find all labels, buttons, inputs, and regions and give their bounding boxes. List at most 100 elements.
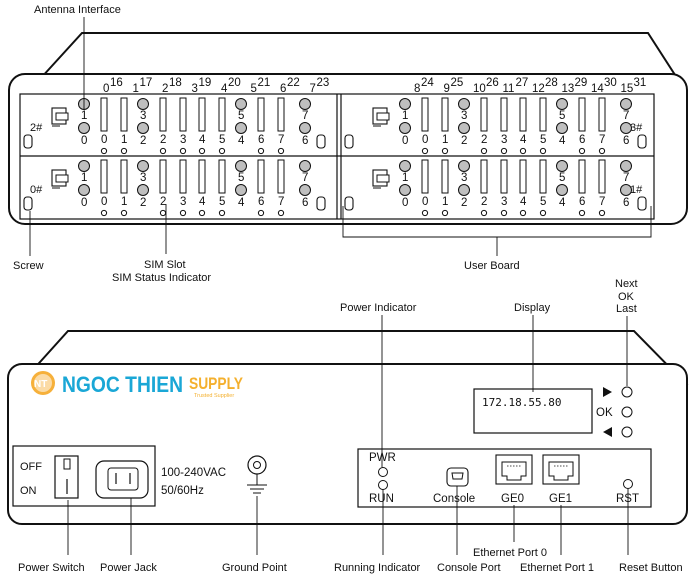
antenna-connector[interactable] (458, 122, 470, 134)
voltage-label: 100-240VAC (161, 467, 226, 479)
sim-slot[interactable] (598, 97, 606, 132)
antenna-connector[interactable] (620, 98, 632, 110)
sim-slot[interactable] (539, 159, 547, 194)
console-port[interactable] (446, 467, 469, 487)
antenna-connector[interactable] (235, 98, 247, 110)
sim-slot[interactable] (277, 97, 285, 132)
antenna-connector[interactable] (137, 122, 149, 134)
callout-power-jack: Power Jack (100, 562, 157, 574)
sim-slot[interactable] (500, 97, 508, 132)
antenna-connector[interactable] (399, 122, 411, 134)
ethernet-port-0[interactable] (495, 454, 533, 485)
ethernet-port-1[interactable] (542, 454, 580, 485)
antenna-number: 0 (402, 197, 408, 209)
antenna-connector[interactable] (299, 160, 311, 172)
ge1-label: GE1 (549, 493, 572, 505)
sim-slot[interactable] (120, 159, 128, 194)
sim-slot-number: 2 (481, 196, 487, 208)
sim-slot-number: 4 (199, 196, 206, 208)
power-switch[interactable] (54, 455, 79, 499)
sim-slot[interactable] (257, 159, 265, 194)
sim-slot[interactable] (519, 97, 527, 132)
screw (316, 134, 326, 149)
sim-slot[interactable] (120, 97, 128, 132)
antenna-connector[interactable] (556, 98, 568, 110)
antenna-connector[interactable] (78, 160, 90, 172)
sim-slot[interactable] (519, 159, 527, 194)
sim-slot[interactable] (198, 97, 206, 132)
sim-slot[interactable] (218, 97, 226, 132)
board-label-2: 2# (30, 122, 43, 134)
lcd-display (473, 388, 593, 434)
last-button[interactable] (621, 426, 633, 438)
sim-status-led (578, 147, 586, 155)
antenna-connector[interactable] (458, 184, 470, 196)
antenna-connector[interactable] (399, 98, 411, 110)
sim-slot[interactable] (500, 159, 508, 194)
sim-slot[interactable] (179, 97, 187, 132)
reset-button[interactable] (623, 479, 633, 489)
antenna-connector[interactable] (299, 122, 311, 134)
antenna-connector[interactable] (235, 184, 247, 196)
sim-slot[interactable] (578, 97, 586, 132)
antenna-connector[interactable] (137, 98, 149, 110)
antenna-connector[interactable] (458, 98, 470, 110)
sim-slot[interactable] (257, 97, 265, 132)
screw (23, 196, 33, 211)
sim-slot[interactable] (218, 159, 226, 194)
antenna-connector[interactable] (458, 160, 470, 172)
antenna-number: 0 (81, 197, 87, 209)
antenna-connector[interactable] (78, 122, 90, 134)
antenna-connector[interactable] (620, 122, 632, 134)
antenna-connector[interactable] (235, 122, 247, 134)
antenna-connector[interactable] (137, 184, 149, 196)
sim-slot-number: 4 (520, 196, 527, 208)
sim-slot[interactable] (159, 159, 167, 194)
sim-slot[interactable] (179, 159, 187, 194)
antenna-connector[interactable] (78, 184, 90, 196)
callout-reset-button: Reset Button (619, 562, 683, 574)
sim-status-led (421, 147, 429, 155)
antenna-number: 6 (302, 197, 308, 209)
sim-slot[interactable] (421, 159, 429, 194)
antenna-connector[interactable] (620, 160, 632, 172)
antenna-number: 0 (402, 135, 408, 147)
sim-slot[interactable] (539, 97, 547, 132)
antenna-connector[interactable] (620, 184, 632, 196)
antenna-connector[interactable] (556, 184, 568, 196)
sim-slot[interactable] (480, 97, 488, 132)
sim-slot-number: 3 (180, 196, 186, 208)
callout-next: Next (615, 278, 638, 290)
slot-number: 4 (221, 83, 228, 95)
antenna-number: 3 (461, 172, 467, 184)
sim-slot[interactable] (277, 159, 285, 194)
sim-slot[interactable] (598, 159, 606, 194)
sim-slot[interactable] (100, 159, 108, 194)
next-button[interactable] (621, 386, 633, 398)
antenna-connector[interactable] (556, 160, 568, 172)
antenna-connector[interactable] (137, 160, 149, 172)
sim-slot[interactable] (159, 97, 167, 132)
antenna-connector[interactable] (299, 184, 311, 196)
sim-status-led (257, 147, 265, 155)
sim-status-led (179, 209, 187, 217)
sim-slot[interactable] (198, 159, 206, 194)
antenna-connector[interactable] (556, 122, 568, 134)
sim-slot[interactable] (441, 97, 449, 132)
antenna-connector[interactable] (399, 184, 411, 196)
antenna-connector[interactable] (235, 160, 247, 172)
sim-slot[interactable] (480, 159, 488, 194)
sim-slot-number: 2 (481, 134, 487, 146)
sim-slot[interactable] (578, 159, 586, 194)
antenna-connector[interactable] (399, 160, 411, 172)
antenna-number: 4 (238, 135, 245, 147)
antenna-number: 2 (140, 197, 146, 209)
sim-slot[interactable] (100, 97, 108, 132)
antenna-connector[interactable] (299, 98, 311, 110)
sim-slot[interactable] (421, 97, 429, 132)
sim-slot[interactable] (441, 159, 449, 194)
ok-button[interactable] (621, 406, 633, 418)
sim-status-led (539, 147, 547, 155)
